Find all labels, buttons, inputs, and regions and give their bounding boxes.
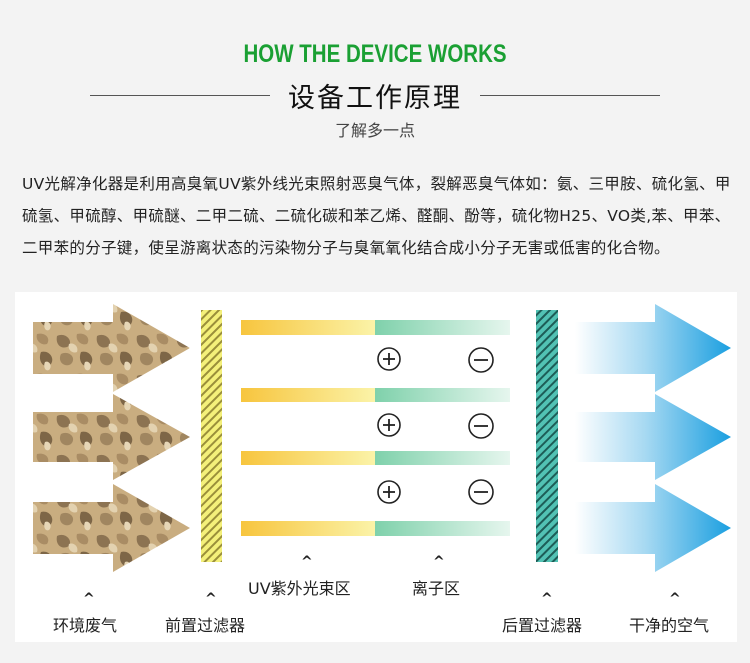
post-filter-caret-icon: ^: [541, 591, 553, 607]
ion-beam-1: [375, 320, 510, 335]
exhaust-arrow-3: [33, 484, 190, 572]
uv-beam-2: [241, 388, 375, 402]
pre-filter-label: 前置过滤器: [165, 616, 246, 635]
ion-beam-2: [375, 388, 510, 402]
clean-air-arrow-3: [575, 484, 731, 572]
post-filter-label: 后置过滤器: [502, 616, 583, 635]
ion-zone-label: 离子区: [412, 579, 461, 598]
description-text: UV光解净化器是利用高臭氧UV紫外线光束照射恶臭气体，裂解恶臭气体如：氨、三甲胺…: [22, 175, 731, 257]
ion-zone-caret-icon: ^: [433, 554, 445, 570]
pre-filter-icon: [201, 310, 222, 562]
exhaust-arrow-1: [33, 304, 190, 392]
exhaust-caret-icon: ^: [83, 591, 95, 607]
exhaust-arrow-2: [33, 394, 190, 480]
subtitle: 了解多一点: [334, 121, 415, 140]
working-principle-diagram: [33, 304, 731, 572]
clean-air-arrow-1: [575, 304, 731, 392]
exhaust-label: 环境废气: [53, 616, 118, 635]
post-filter-icon: [536, 310, 558, 562]
clean-air-caret-icon: ^: [669, 591, 681, 607]
title-line-right: [480, 95, 660, 96]
title-line-left: [90, 95, 270, 96]
ion-beam-3: [375, 451, 510, 465]
clean-air-label: 干净的空气: [629, 616, 710, 635]
uv-beam-1: [241, 320, 375, 335]
pre-filter-caret-icon: ^: [205, 591, 217, 607]
chinese-title: 设备工作原理: [288, 83, 462, 114]
diagram-panel: ^ UV紫外光束区 ^ 离子区 ^ 环境废气 ^ 前置过滤器 ^ 后置过滤器 ^…: [15, 292, 737, 642]
uv-beam-3: [241, 451, 375, 465]
english-title: HOW THE DEVICE WORKS: [243, 40, 507, 68]
ion-beam-4: [375, 521, 510, 536]
clean-air-arrow-2: [575, 394, 731, 480]
uv-zone-caret-icon: ^: [301, 554, 313, 570]
uv-zone-label: UV紫外光束区: [248, 579, 351, 598]
uv-beam-4: [241, 521, 375, 536]
